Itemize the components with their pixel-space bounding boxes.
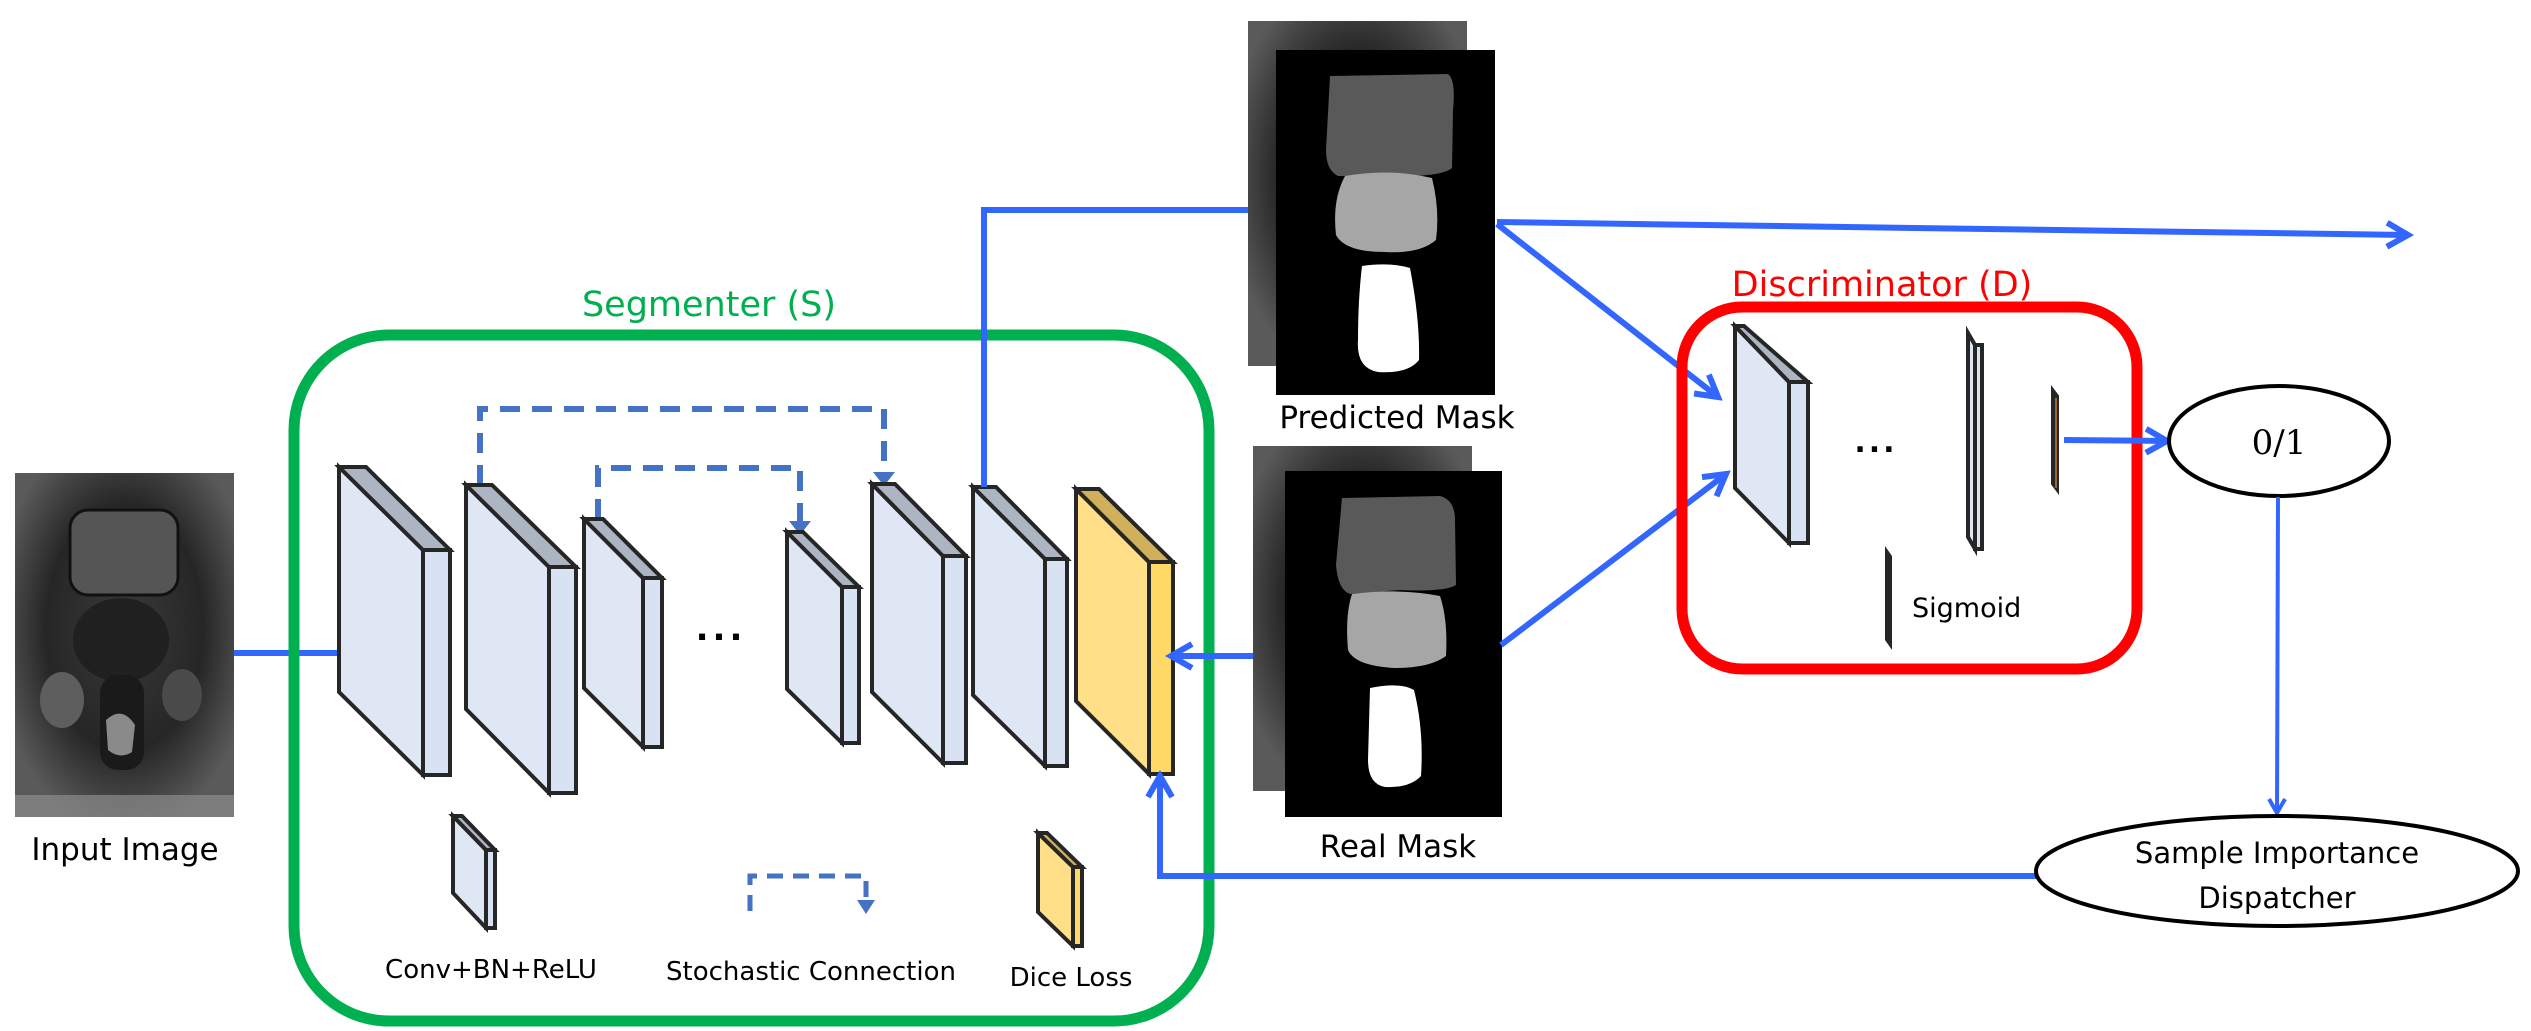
predicted-mask-image <box>1248 21 1495 395</box>
arrow-segmenter-to-predicted-mask <box>981 195 1325 487</box>
arrowhead-icon <box>873 472 895 486</box>
legend-conv-layer-icon <box>448 811 500 934</box>
segmenter-box <box>288 329 1215 1027</box>
predicted-mask-label: Predicted Mask <box>1279 400 1514 436</box>
legend-stochastic-connection-icon <box>747 873 869 911</box>
segmenter-title: Segmenter (S) <box>582 285 836 325</box>
legend-conv-label: Conv+BN+ReLU <box>385 955 597 985</box>
conv-layer-3 <box>579 514 667 752</box>
conv-layer-4 <box>782 527 864 748</box>
arrow-real-mask-to-discriminator <box>1499 470 1731 648</box>
discriminator-title: Discriminator (D) <box>1732 265 2033 305</box>
stochastic-connection-outer <box>477 406 887 485</box>
real-mask-image <box>1253 446 1502 817</box>
output-node-label: 0/1 <box>2252 423 2307 463</box>
input-image-label: Input Image <box>31 832 218 868</box>
output-node <box>2167 384 2391 498</box>
legend-dice-label: Dice Loss <box>1010 963 1133 993</box>
discriminator-ellipsis: ... <box>1854 425 1897 460</box>
discriminator-layer-1 <box>1730 321 1814 548</box>
sigmoid-layer <box>1885 546 1892 650</box>
conv-layer-1 <box>334 462 455 780</box>
arrowhead-icon <box>789 521 811 535</box>
arrow-output-to-dispatcher <box>2267 496 2287 818</box>
dispatcher-label-line2: Dispatcher <box>2198 881 2355 915</box>
input-image <box>15 473 234 817</box>
discriminator-layer-2 <box>1966 325 1984 557</box>
legend-stochastic-label: Stochastic Connection <box>666 957 956 987</box>
conv-layer-5 <box>867 479 971 768</box>
stochastic-connection-inner <box>595 465 803 523</box>
discriminator-layer-3 <box>2051 385 2059 495</box>
arrow-predicted-mask-to-output <box>1496 219 2415 250</box>
arrow-dispatcher-to-dice-loss <box>1145 769 2036 879</box>
legend-dice-loss-icon <box>1033 828 1087 951</box>
conv-layer-6 <box>968 482 1072 771</box>
arrow-discriminator-to-output <box>2063 426 2174 456</box>
segmenter-ellipsis: ... <box>696 609 747 649</box>
dispatcher-label-line1: Sample Importance <box>2135 836 2419 870</box>
conv-layer-2 <box>461 480 581 798</box>
sample-importance-dispatcher-node <box>2034 814 2520 928</box>
discriminator-box <box>1676 301 2143 675</box>
real-mask-label: Real Mask <box>1320 829 1477 865</box>
dice-loss-layer <box>1071 484 1178 779</box>
arrowhead-icon <box>857 900 875 914</box>
sigmoid-label: Sigmoid <box>1912 593 2021 624</box>
